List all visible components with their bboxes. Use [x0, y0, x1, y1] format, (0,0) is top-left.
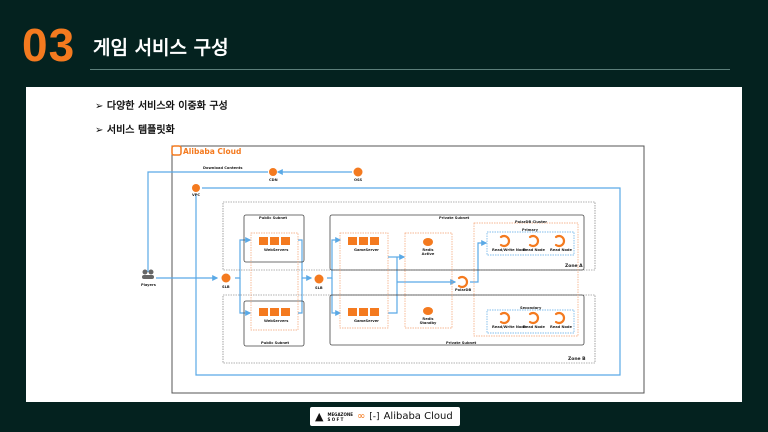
section-number: 03 — [22, 19, 76, 71]
infinity-icon: ∞ — [356, 411, 366, 422]
gameserver-label: GameServer — [354, 248, 379, 252]
footer-logos: ▲ MEGAZONE S O F T ∞ [-] Alibaba Cloud — [310, 407, 460, 426]
megazone-text: MEGAZONE — [327, 411, 353, 417]
slb-icon — [314, 274, 324, 284]
rw-node-label: Read/Write Node — [492, 325, 527, 329]
zone-b-label: Zone B — [568, 357, 586, 362]
vpc-icon — [192, 184, 200, 192]
bullet-item: ➢ 다양한 서비스와 이중화 구성 — [95, 101, 228, 112]
zone-a-label: Zone A — [565, 264, 583, 269]
read-node-label: Read Node — [550, 325, 572, 329]
oss-icon — [353, 167, 363, 177]
webservers-group — [250, 232, 299, 331]
vpc-label: VPC — [192, 193, 201, 197]
gameserver-group — [339, 232, 389, 329]
private-subnet-label: Private Subnet — [439, 216, 470, 220]
content-panel — [26, 87, 742, 402]
alibaba-cloud-text: Alibaba Cloud — [383, 411, 453, 422]
polardb-cluster-label: PolarDB Cluster — [515, 220, 547, 224]
redis-group — [404, 232, 453, 329]
polardb-icon — [457, 275, 469, 289]
bullet-item: ➢ 서비스 템플릿화 — [95, 125, 175, 136]
public-subnet-b — [243, 300, 305, 347]
read-node-label: Read Node — [550, 248, 572, 252]
page-title: 게임 서비스 구성 — [93, 37, 229, 59]
redis-icon — [423, 238, 433, 246]
secondary-box — [486, 309, 575, 334]
polardb-label: PolarDB — [455, 288, 472, 292]
cdn-icon — [269, 168, 277, 176]
primary-label: Primary — [522, 228, 538, 232]
private-subnet-label: Private Subnet — [446, 341, 477, 345]
webservers-label: WebServers — [264, 248, 289, 252]
public-subnet-label: Public Subnet — [259, 216, 288, 220]
server-icon — [259, 237, 290, 245]
server-icon — [259, 308, 290, 316]
players-label: Players — [141, 283, 156, 287]
webservers-label: WebServers — [264, 319, 289, 323]
oss-label: OSS — [354, 178, 363, 182]
alibaba-cloud-box — [171, 145, 645, 394]
download-label: Download Contents — [203, 166, 243, 170]
soft-text: S O F T — [327, 416, 344, 422]
server-icon — [348, 237, 379, 245]
read-node-label: Read Node — [523, 325, 545, 329]
alibaba-bracket-icon: [-] — [369, 411, 380, 422]
redis-icon — [423, 307, 433, 315]
private-subnet-b — [329, 294, 585, 346]
public-subnet-a — [243, 214, 305, 263]
redis-standby-label: Redis Standby — [419, 317, 437, 325]
public-subnet-label: Public Subnet — [261, 341, 290, 345]
slb-label: SLB — [222, 285, 230, 289]
server-icon — [348, 308, 379, 316]
rw-node-label: Read/Write Node — [492, 248, 527, 252]
slb-label: SLB — [315, 286, 323, 290]
alibaba-logo-icon — [171, 145, 182, 156]
slb-icon — [221, 273, 231, 283]
redis-active-label: Redis Active — [421, 248, 435, 256]
read-node-label: Read Node — [523, 248, 545, 252]
players-icon — [142, 269, 154, 279]
secondary-label: Secondary — [520, 306, 542, 310]
title-divider — [90, 69, 730, 70]
polardb-cluster-box — [473, 222, 579, 337]
gameserver-label: GameServer — [354, 319, 379, 323]
zone-a-box — [222, 201, 596, 271]
cdn-label: CDN — [269, 178, 278, 182]
primary-box — [486, 231, 575, 256]
private-subnet-a — [329, 214, 585, 271]
megazone-logo-icon: ▲ — [315, 410, 324, 423]
cloud-label: Alibaba Cloud — [183, 147, 242, 156]
